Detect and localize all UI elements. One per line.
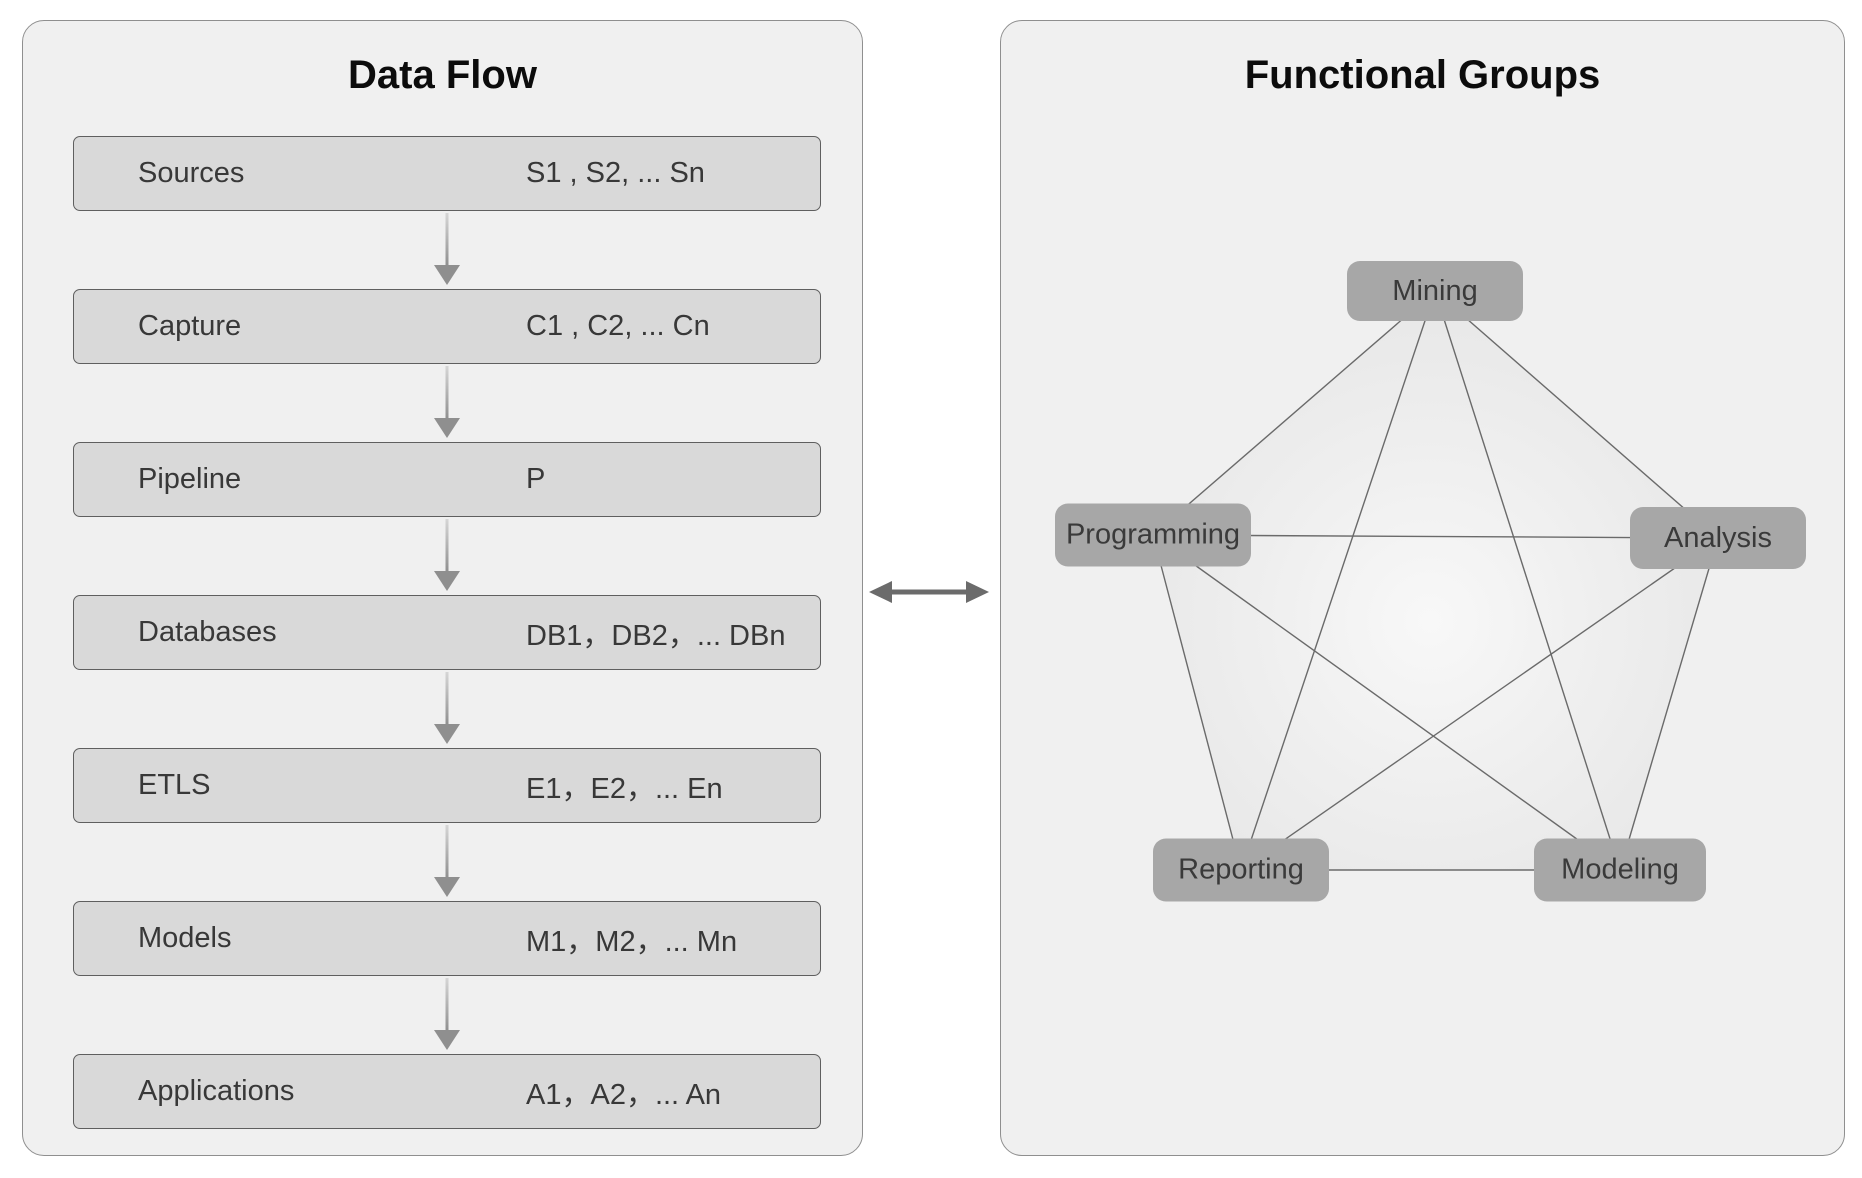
panels-connector-arrow — [868, 579, 990, 605]
stage-items: DB1，DB2，... DBn — [526, 619, 786, 652]
pentagon-fill — [1153, 291, 1718, 870]
flow-down-arrow — [434, 366, 460, 438]
pentagon-network — [1152, 290, 1719, 871]
stage-items: E1，E2，... En — [526, 772, 723, 805]
flow-stage-etls: ETLS E1，E2，... En — [73, 748, 821, 823]
flow-stage-models: Models M1，M2，... Mn — [73, 901, 821, 976]
stage-label: Capture — [138, 310, 242, 342]
flow-stage-applications: Applications A1，A2，... An — [73, 1054, 821, 1129]
stage-items: M1，M2，... Mn — [526, 925, 738, 958]
flow-stage-databases: Databases DB1，DB2，... DBn — [73, 595, 821, 670]
flow-down-arrow — [434, 213, 460, 285]
flow-stage-pipeline: Pipeline P — [73, 442, 821, 517]
data-flow-panel: Data Flow Sources S1 , S2, ... Sn Captur… — [22, 20, 863, 1156]
stage-label: Applications — [138, 1075, 295, 1107]
double-arrow-icon — [869, 581, 989, 603]
stage-items: A1，A2，... An — [526, 1078, 722, 1111]
stage-items: C1 , C2, ... Cn — [526, 310, 710, 342]
stage-items: S1 , S2, ... Sn — [526, 157, 705, 189]
flow-down-arrow — [434, 825, 460, 897]
node-modeling: Modeling — [1534, 838, 1706, 902]
node-programming: Programming — [1055, 503, 1251, 567]
stage-label: ETLS — [138, 769, 211, 801]
node-reporting: Reporting — [1153, 838, 1329, 902]
functional-groups-title: Functional Groups — [1244, 53, 1601, 97]
stage-label: Databases — [138, 616, 277, 648]
flow-stage-capture: Capture C1 , C2, ... Cn — [73, 289, 821, 364]
data-flow-title: Data Flow — [348, 53, 537, 97]
flow-stage-sources: Sources S1 , S2, ... Sn — [73, 136, 821, 211]
flow-down-arrow — [434, 672, 460, 744]
flow-down-arrow — [434, 978, 460, 1050]
node-mining: Mining — [1347, 261, 1523, 321]
stage-label: Models — [138, 922, 232, 954]
stage-items: P — [526, 463, 546, 495]
flow-down-arrow — [434, 519, 460, 591]
functional-groups-panel: Functional Groups Mining Programming Ana… — [1000, 20, 1845, 1156]
stage-label: Sources — [138, 157, 245, 189]
node-analysis: Analysis — [1630, 507, 1806, 569]
stage-label: Pipeline — [138, 463, 242, 495]
